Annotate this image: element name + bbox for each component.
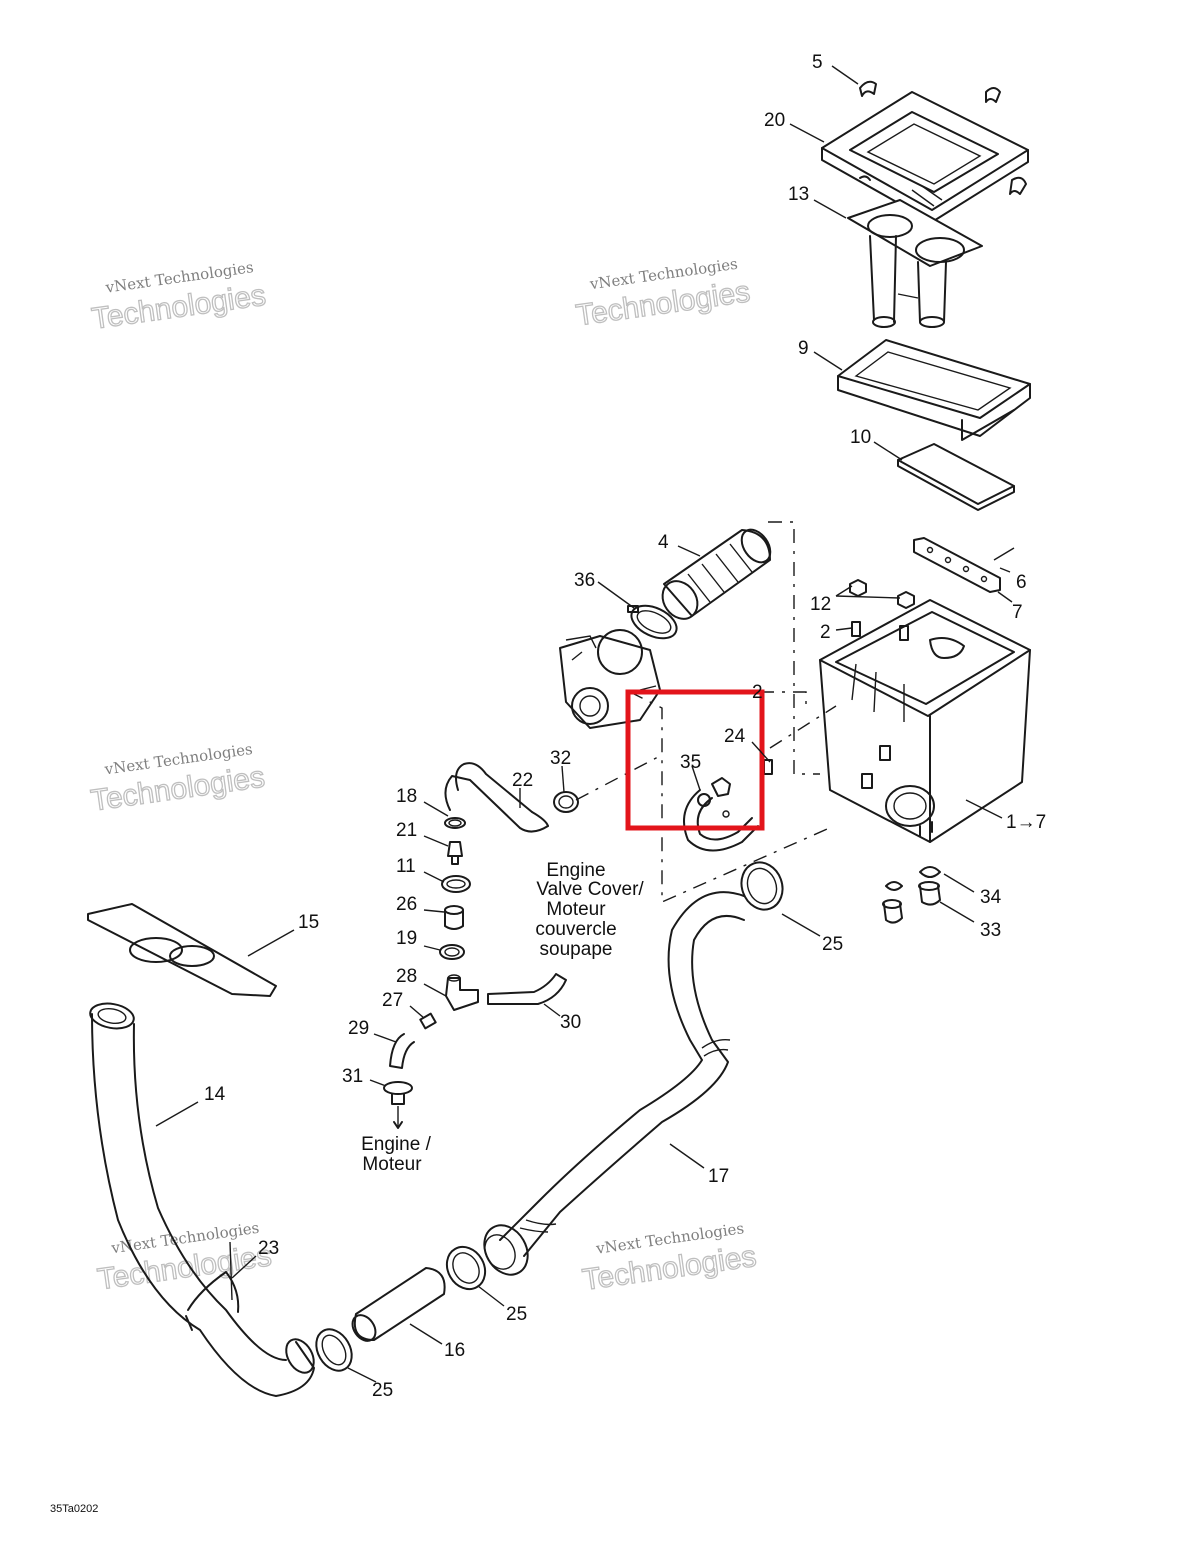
- intake-boot-4: [661, 528, 772, 620]
- callout-27: 27: [382, 990, 403, 1011]
- callout-25c: 25: [372, 1380, 393, 1401]
- watermark-bottom-center: vNext Technologies Technologies: [580, 1219, 759, 1297]
- svg-text:Moteur: Moteur: [362, 1154, 422, 1175]
- sleeve-26: [444, 905, 464, 930]
- callout-7: 7: [1012, 602, 1023, 623]
- callout-20: 20: [764, 110, 785, 131]
- callout-2b: 2: [752, 682, 763, 703]
- tee-fitting-28: [445, 974, 479, 1011]
- watermarks: vNext Technologies Technologies vNext Te…: [88, 255, 759, 1298]
- bracket-6: [913, 537, 1015, 593]
- nuts-12: [849, 579, 915, 609]
- clamp-25-top: [740, 861, 784, 911]
- watermark-mid-left: vNext Technologies Technologies: [88, 740, 267, 818]
- svg-text:couvercle: couvercle: [535, 919, 616, 940]
- hose-29: [389, 1033, 415, 1069]
- callout-10: 10: [850, 427, 871, 448]
- callout-30: 30: [560, 1012, 581, 1033]
- callout-labels: 5 20 13 9 10 4 36 6 7 12 2 2 24 35 32 22…: [204, 52, 1046, 1401]
- highlight-box: [625, 689, 765, 831]
- callout-5: 5: [812, 52, 823, 73]
- callout-29: 29: [348, 1018, 369, 1039]
- callout-36: 36: [574, 570, 595, 591]
- callout-23: 23: [258, 1238, 279, 1259]
- note-engine: Engine / Moteur: [361, 1134, 431, 1175]
- callout-17: 17: [708, 1166, 729, 1187]
- figure-reference: 35Ta0202: [50, 1503, 98, 1515]
- callout-28: 28: [396, 966, 417, 987]
- leader-lines: [155, 65, 1013, 1383]
- callout-9: 9: [798, 338, 809, 359]
- callout-12: 12: [810, 594, 831, 615]
- air-filter-cover-20: [821, 91, 1029, 223]
- callout-33: 33: [980, 920, 1001, 941]
- callout-2a: 2: [820, 622, 831, 643]
- callout-21: 21: [396, 820, 417, 841]
- callout-34: 34: [980, 887, 1002, 908]
- tube-16: [351, 1267, 446, 1342]
- svg-text:Valve Cover/: Valve Cover/: [536, 879, 644, 900]
- watermark-top-center: vNext Technologies Technologies: [573, 255, 752, 333]
- callout-22: 22: [512, 770, 533, 791]
- svg-text:Engine /: Engine /: [361, 1134, 431, 1155]
- hose-35: [683, 789, 759, 852]
- throttle-body: [559, 629, 661, 729]
- clamp-36: [627, 604, 678, 640]
- callout-18: 18: [396, 786, 417, 807]
- callout-6: 6: [1016, 572, 1027, 593]
- callout-24: 24: [724, 726, 746, 747]
- ring-18: [444, 817, 466, 829]
- callout-14: 14: [204, 1084, 226, 1105]
- callout-26: 26: [396, 894, 417, 915]
- filter-pad-10: [897, 443, 1015, 511]
- callout-31: 31: [342, 1066, 363, 1087]
- callout-25a: 25: [822, 934, 843, 955]
- clamp-34: [885, 866, 941, 891]
- clamp-11: [441, 875, 471, 893]
- callout-4: 4: [658, 532, 669, 553]
- cover-15: [87, 903, 277, 997]
- callout-15: 15: [298, 912, 319, 933]
- clamp-31: [383, 1081, 413, 1129]
- assembly-lines: [575, 521, 837, 904]
- svg-text:Moteur: Moteur: [546, 899, 606, 920]
- watermark-top-left: vNext Technologies Technologies: [89, 258, 268, 336]
- callout-19: 19: [396, 928, 417, 949]
- svg-text:Engine: Engine: [546, 860, 605, 881]
- cap-33: [882, 881, 941, 924]
- duct-14: [89, 1002, 315, 1397]
- callout-11: 11: [396, 856, 416, 877]
- hose-30: [487, 973, 567, 1005]
- clamp-25-low: [315, 1328, 353, 1372]
- intake-duct-17: [483, 891, 745, 1276]
- clamp-24: [711, 777, 731, 818]
- svg-text:soupape: soupape: [540, 939, 613, 960]
- clamp-19: [439, 944, 465, 960]
- clamp-32: [553, 791, 579, 813]
- callout-13: 13: [788, 184, 809, 205]
- callout-32: 32: [550, 748, 571, 769]
- callout-1-7: 1→7: [1006, 812, 1046, 833]
- hose-22: [444, 762, 549, 833]
- clamp-25-mid: [445, 1245, 487, 1291]
- clip-5: [859, 80, 1027, 195]
- filter-tray-9: [837, 339, 1031, 441]
- strap-23: [185, 1241, 240, 1331]
- silencer-13: [847, 199, 983, 328]
- fitting-27: [419, 1012, 437, 1030]
- callout-25b: 25: [506, 1304, 527, 1325]
- note-valve-cover: Engine Valve Cover/ Moteur couvercle sou…: [535, 860, 644, 960]
- callout-35: 35: [680, 752, 701, 773]
- valve-21: [447, 841, 463, 865]
- callout-16: 16: [444, 1340, 465, 1361]
